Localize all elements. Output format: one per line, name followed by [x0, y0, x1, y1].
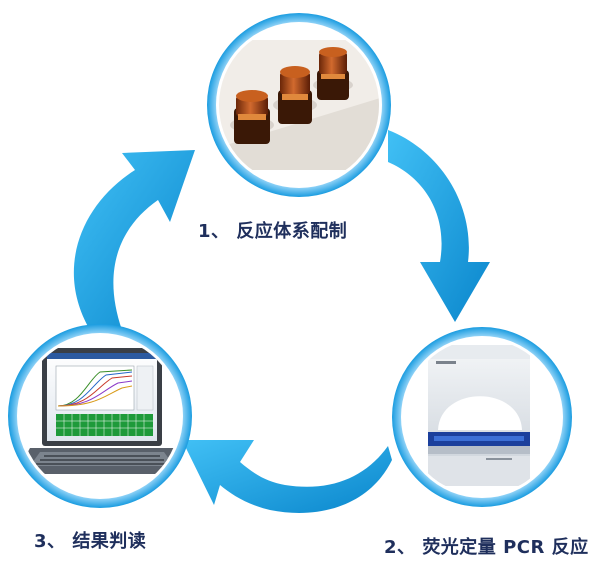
- reaction-tubes-photo: [219, 40, 379, 170]
- step1-text: 反应体系配制: [236, 221, 348, 242]
- step2-number: 2、: [384, 537, 416, 558]
- step1-label: 1、 反应体系配制: [198, 217, 347, 243]
- step1-number: 1、: [198, 221, 230, 242]
- step3-number: 3、: [34, 531, 66, 552]
- laptop-amplification-curves-photo: [20, 336, 180, 496]
- pcr-instrument-photo: [404, 339, 560, 495]
- step2-circle: [392, 327, 572, 507]
- step2-text: 荧光定量 PCR 反应: [422, 537, 589, 558]
- step3-label: 3、 结果判读: [34, 527, 146, 553]
- arrow-step1-to-step2: [388, 130, 490, 322]
- step2-label: 2、 荧光定量 PCR 反应: [384, 533, 589, 559]
- cycle-arrow-icon: [73, 130, 490, 513]
- arrow-step3-to-step1: [73, 150, 195, 330]
- step1-circle: [207, 13, 391, 197]
- step3-circle: [8, 324, 192, 508]
- arrow-step2-to-step3: [182, 440, 392, 513]
- step3-text: 结果判读: [72, 531, 147, 552]
